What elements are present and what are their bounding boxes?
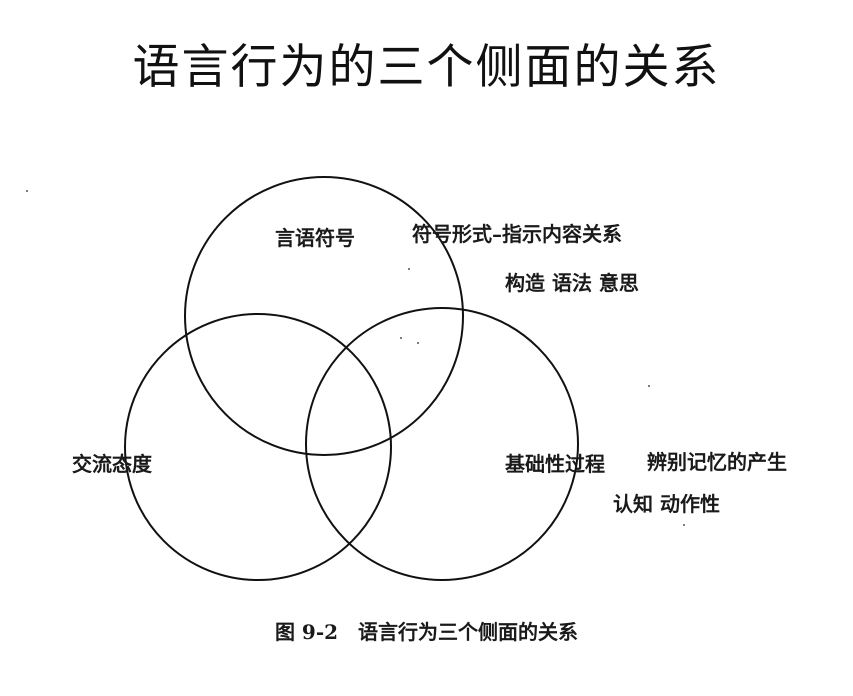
label-right-circle: 基础性过程 — [505, 452, 605, 476]
scan-speck — [648, 385, 650, 387]
label-right-annotation-2: 认知 动作性 — [613, 492, 720, 516]
circle-top — [184, 176, 464, 456]
circle-left — [124, 313, 392, 581]
label-top-annotation-1: 符号形式–指示内容关系 — [412, 222, 622, 246]
figure-caption: 图 9-2 语言行为三个侧面的关系 — [274, 620, 579, 644]
scan-speck — [683, 524, 685, 526]
label-left-circle: 交流态度 — [72, 452, 152, 476]
label-top-circle: 言语符号 — [275, 226, 355, 250]
circle-right — [305, 307, 579, 581]
slide-title: 语言行为的三个侧面的关系 — [132, 40, 721, 95]
scan-speck — [400, 337, 402, 339]
label-right-annotation-1: 辨别记忆的产生 — [647, 450, 787, 474]
scan-speck — [408, 268, 410, 270]
scan-speck — [26, 190, 28, 192]
scan-speck — [417, 342, 419, 344]
label-top-annotation-2: 构造 语法 意思 — [505, 271, 639, 295]
